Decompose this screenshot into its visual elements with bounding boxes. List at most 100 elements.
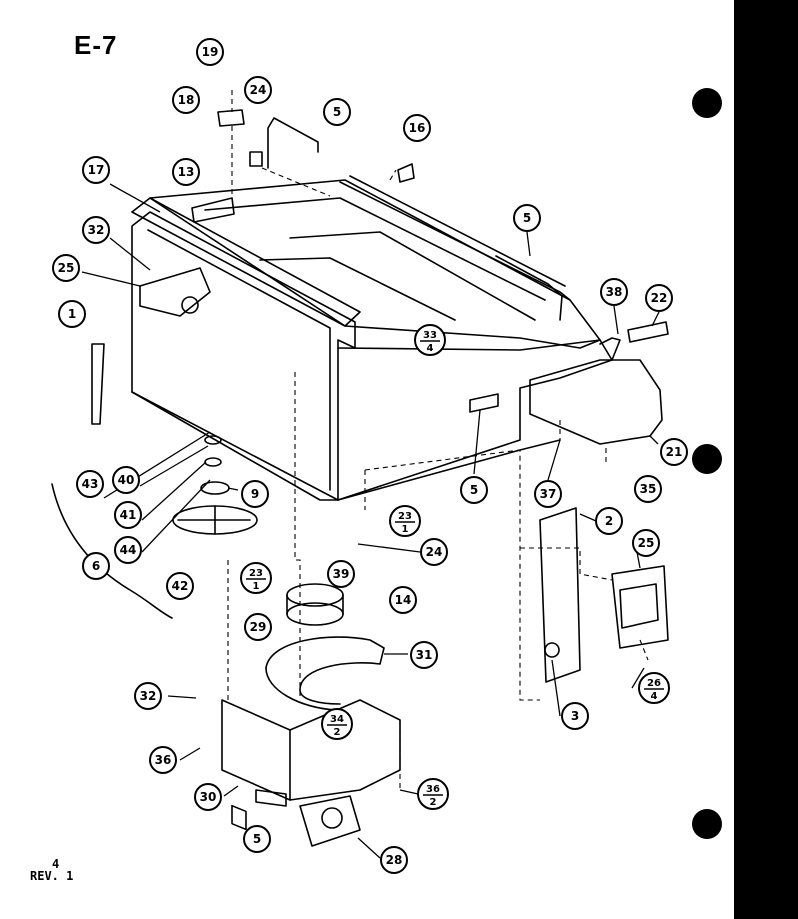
control-module-upper bbox=[139, 267, 211, 317]
callout-circle bbox=[243, 825, 271, 853]
callout-number: 16 bbox=[409, 121, 426, 135]
callout-c35: 35 bbox=[634, 475, 662, 503]
callout-circle bbox=[513, 204, 541, 232]
callout-circle bbox=[645, 284, 673, 312]
callout-number: 36 bbox=[426, 784, 440, 795]
callout-c17: 17 bbox=[82, 156, 110, 184]
cabinet-left-panel bbox=[131, 211, 356, 501]
callout-quantity: 1 bbox=[402, 524, 409, 535]
callout-number: 5 bbox=[253, 832, 261, 846]
callout-circle bbox=[638, 672, 670, 704]
callout-circle bbox=[166, 572, 194, 600]
callout-c23_1a: 231 bbox=[389, 505, 421, 537]
drive-motor bbox=[299, 795, 361, 847]
callout-circle bbox=[595, 507, 623, 535]
callout-number: 5 bbox=[523, 211, 531, 225]
callout-quantity: 4 bbox=[651, 691, 658, 702]
callout-circle bbox=[323, 98, 351, 126]
page-edge-bar bbox=[734, 0, 798, 919]
callout-c5a: 5 bbox=[323, 98, 351, 126]
callout-circle bbox=[58, 300, 86, 328]
callout-circle bbox=[112, 466, 140, 494]
callout-c42: 42 bbox=[166, 572, 194, 600]
callout-c37: 37 bbox=[534, 480, 562, 508]
callout-c23_1b: 231 bbox=[240, 562, 272, 594]
callout-circle bbox=[82, 156, 110, 184]
callout-c40: 40 bbox=[112, 466, 140, 494]
callout-number: 18 bbox=[178, 93, 195, 107]
callout-c44: 44 bbox=[114, 536, 142, 564]
callout-c36a: 36 bbox=[149, 746, 177, 774]
callout-c43: 43 bbox=[76, 470, 104, 498]
callout-number: 26 bbox=[647, 678, 661, 689]
callout-c41: 41 bbox=[114, 501, 142, 529]
callout-circle bbox=[241, 480, 269, 508]
callout-c25b: 25 bbox=[632, 529, 660, 557]
callout-number: 5 bbox=[333, 105, 341, 119]
callout-number: 22 bbox=[651, 291, 668, 305]
callout-c26_4: 264 bbox=[638, 672, 670, 704]
callout-number: 34 bbox=[330, 714, 344, 725]
callout-number: 21 bbox=[666, 445, 683, 459]
callout-quantity: 2 bbox=[334, 727, 341, 738]
callout-circle bbox=[389, 505, 421, 537]
callout-number: 44 bbox=[120, 543, 137, 557]
callout-circle bbox=[172, 158, 200, 186]
callout-number: 30 bbox=[200, 790, 217, 804]
callout-number: 13 bbox=[178, 165, 195, 179]
callout-number: 33 bbox=[423, 330, 437, 341]
cabinet-top-inner-1 bbox=[204, 197, 546, 301]
callout-circle bbox=[632, 529, 660, 557]
callout-circle bbox=[321, 708, 353, 740]
callout-circle bbox=[600, 278, 628, 306]
callout-circle bbox=[244, 613, 272, 641]
callout-c29: 29 bbox=[244, 613, 272, 641]
callout-number: 23 bbox=[398, 511, 412, 522]
callout-number: 37 bbox=[540, 487, 557, 501]
rod-part bbox=[91, 343, 105, 425]
cabinet-left-panel-inner bbox=[147, 229, 331, 491]
wire-harness bbox=[51, 483, 173, 619]
callout-number: 25 bbox=[58, 261, 75, 275]
callout-c39: 39 bbox=[327, 560, 355, 588]
control-module-lower bbox=[611, 565, 669, 649]
callout-c28: 28 bbox=[380, 846, 408, 874]
callout-number: 42 bbox=[172, 579, 189, 593]
callout-number: 32 bbox=[88, 223, 105, 237]
callout-number: 29 bbox=[250, 620, 267, 634]
callout-c34_2: 342 bbox=[321, 708, 353, 740]
chassis-base bbox=[289, 699, 401, 801]
callout-number: 38 bbox=[606, 285, 623, 299]
callout-c32b: 32 bbox=[134, 682, 162, 710]
callout-number: 24 bbox=[250, 83, 267, 97]
callout-circle bbox=[561, 702, 589, 730]
top-bracket bbox=[267, 117, 319, 169]
callout-circle bbox=[82, 216, 110, 244]
callout-circle bbox=[76, 470, 104, 498]
callout-number: 24 bbox=[426, 545, 443, 559]
callout-circle bbox=[380, 846, 408, 874]
binder-hole-middle bbox=[692, 444, 722, 474]
callout-c13: 13 bbox=[172, 158, 200, 186]
callout-circle bbox=[389, 586, 417, 614]
callout-circle bbox=[460, 476, 488, 504]
callout-circle bbox=[327, 560, 355, 588]
callout-c38: 38 bbox=[600, 278, 628, 306]
callout-circle bbox=[244, 76, 272, 104]
callout-c22: 22 bbox=[645, 284, 673, 312]
callout-quantity: 4 bbox=[427, 343, 434, 354]
callout-number: 25 bbox=[638, 536, 655, 550]
callout-circle bbox=[114, 501, 142, 529]
page-number: 4 bbox=[52, 857, 60, 871]
callout-c16: 16 bbox=[403, 114, 431, 142]
revision-label: REV. 1 bbox=[30, 869, 74, 883]
chassis-plate bbox=[221, 699, 291, 801]
cabinet-top-inner-3 bbox=[259, 257, 456, 321]
callout-circle bbox=[634, 475, 662, 503]
callout-c18: 18 bbox=[172, 86, 200, 114]
callout-number: 43 bbox=[82, 477, 99, 491]
callout-c14: 14 bbox=[389, 586, 417, 614]
callout-c21: 21 bbox=[660, 438, 688, 466]
callout-circle bbox=[114, 536, 142, 564]
